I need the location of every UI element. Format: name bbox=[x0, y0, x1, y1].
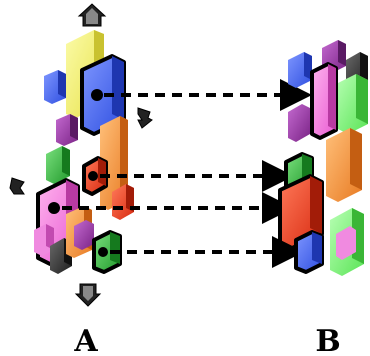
red-plain-block bbox=[112, 184, 134, 220]
orange-block bbox=[326, 128, 362, 202]
blue-main-block bbox=[294, 230, 324, 274]
red-small-block bbox=[82, 156, 108, 196]
purple-lower-block bbox=[288, 104, 310, 142]
stack-a bbox=[9, 3, 153, 307]
red-main-block bbox=[278, 174, 324, 250]
purple-lower-block bbox=[74, 220, 94, 250]
pink-main-block bbox=[310, 62, 338, 140]
blue-main-block bbox=[80, 54, 126, 136]
lightgreen-lower-block bbox=[330, 208, 364, 276]
green-main-block bbox=[92, 230, 122, 274]
anchor-dot bbox=[48, 202, 60, 214]
blue-small-block bbox=[288, 52, 312, 88]
magenta-block bbox=[34, 224, 54, 256]
arrow-icon bbox=[137, 107, 153, 129]
purple-block bbox=[56, 114, 78, 146]
arrow-icon bbox=[9, 177, 25, 195]
lightgreen-block bbox=[336, 74, 368, 134]
blue-small-block bbox=[44, 70, 66, 104]
connectors bbox=[62, 79, 312, 268]
anchor-dot bbox=[88, 171, 98, 181]
anchor-dot bbox=[98, 247, 108, 257]
arrow-down-icon bbox=[74, 283, 102, 307]
arrow-up-icon bbox=[77, 3, 107, 27]
stack-b bbox=[278, 40, 368, 276]
label-a: A bbox=[73, 324, 98, 356]
label-b: B bbox=[315, 324, 340, 356]
green-block bbox=[46, 146, 70, 184]
anchor-dot bbox=[91, 89, 103, 101]
